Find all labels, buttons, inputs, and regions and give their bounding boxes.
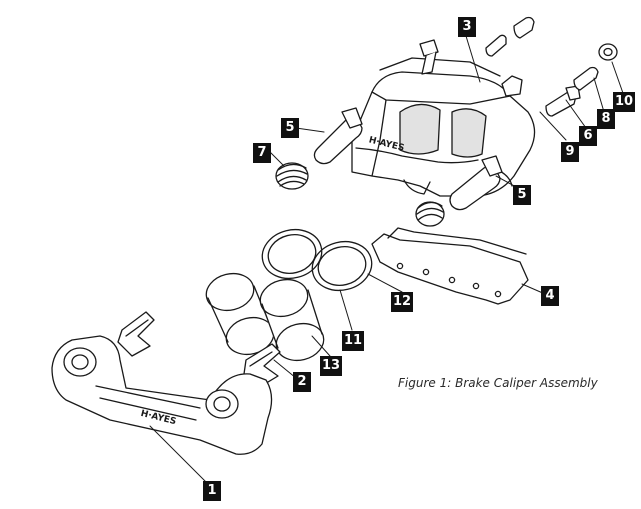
callout-4: 4 <box>541 286 559 306</box>
callout-8: 8 <box>597 109 615 129</box>
leader-13 <box>311 335 331 357</box>
piston-right <box>259 278 325 362</box>
leader-5-upper <box>295 127 325 133</box>
bleeder-cap <box>501 75 523 97</box>
leader-11 <box>339 289 353 331</box>
guide-pin-upper <box>313 107 363 165</box>
callout-5-upper: 5 <box>281 118 299 138</box>
guide-pin-lower <box>449 155 503 211</box>
leader-12 <box>367 273 403 293</box>
callout-7: 7 <box>253 143 271 163</box>
pin-boot-left <box>275 162 309 190</box>
caliper-bracket: H·AYES <box>51 335 273 455</box>
callout-10: 10 <box>613 92 635 112</box>
leader-6 <box>565 99 587 129</box>
leader-3 <box>465 35 481 83</box>
leader-8 <box>593 77 605 113</box>
figure-caption: Figure 1: Brake Caliper Assembly <box>398 376 598 390</box>
caliper-housing: H·AYES <box>351 57 536 197</box>
callout-9: 9 <box>561 142 579 162</box>
bleeder-top-a <box>485 34 507 57</box>
callout-12: 12 <box>391 292 413 312</box>
callout-6: 6 <box>579 126 597 146</box>
bleeder-screw <box>545 85 581 117</box>
bleeder-top-b <box>513 16 535 39</box>
bleeder-cap-2 <box>598 43 618 61</box>
callout-3: 3 <box>458 17 476 37</box>
bleeder-screw-2 <box>573 66 599 91</box>
leader-1 <box>149 425 209 485</box>
callout-5-lower: 5 <box>513 185 531 205</box>
dust-seal-ring <box>261 228 323 280</box>
callout-13: 13 <box>320 356 342 376</box>
leader-7 <box>269 151 285 167</box>
callout-2: 2 <box>293 372 311 392</box>
callout-11: 11 <box>342 331 364 351</box>
leader-9 <box>539 111 567 141</box>
leader-2 <box>273 359 297 379</box>
mounting-bolt <box>419 39 439 75</box>
leader-10 <box>611 61 625 97</box>
pad-clip-upper <box>117 311 155 357</box>
callout-1: 1 <box>203 481 221 501</box>
piston-seal-ring <box>311 240 373 292</box>
brake-pad <box>371 227 529 305</box>
leader-lines <box>149 35 625 485</box>
pin-boot-right <box>415 201 445 227</box>
